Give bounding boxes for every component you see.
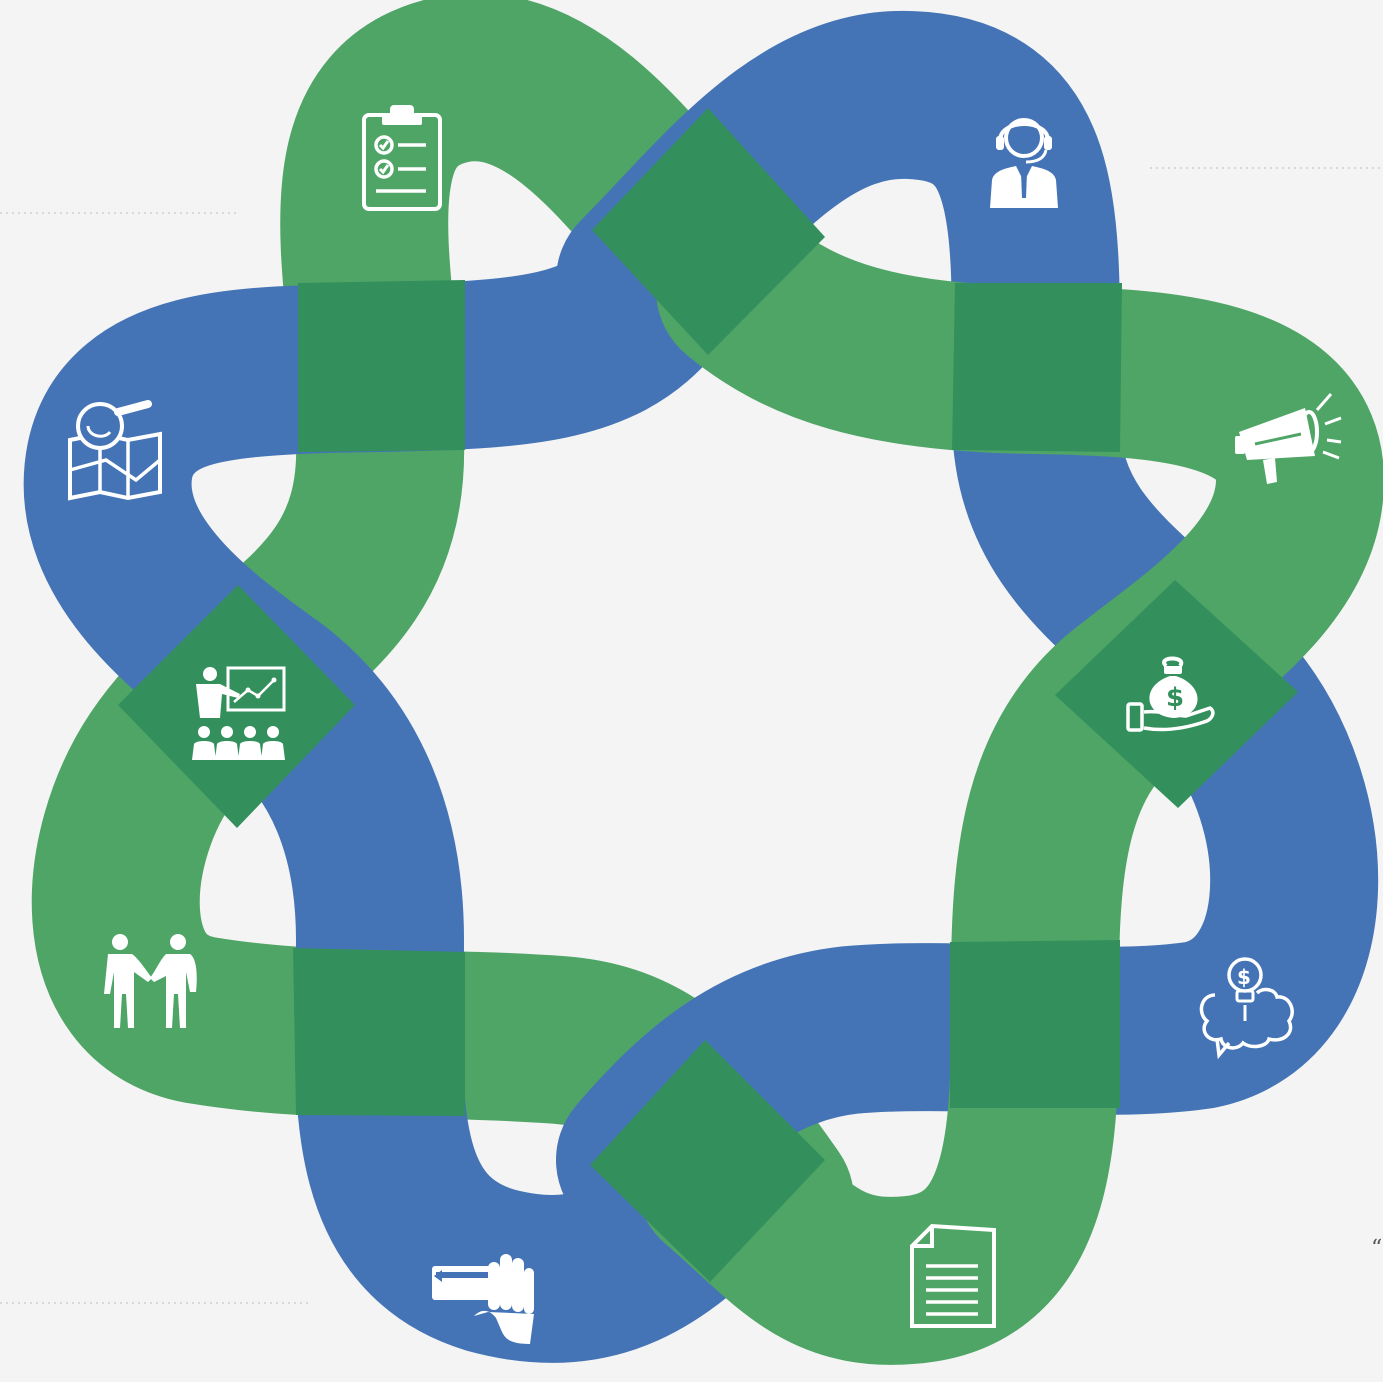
map-search-icon xyxy=(68,400,162,501)
brain-idea-dollar-icon: $ xyxy=(1199,957,1294,1060)
edge-quote-mark: “ xyxy=(1371,1236,1383,1261)
overlap-patches xyxy=(118,108,1298,1282)
icon-group: $ $ xyxy=(68,105,1342,1344)
overlap-top-right-square xyxy=(952,283,1122,452)
svg-text:$: $ xyxy=(1237,965,1251,989)
document-page-icon xyxy=(910,1223,996,1328)
overlap-top-left-square xyxy=(298,280,465,452)
overlap-top-center xyxy=(592,108,825,355)
money-bag-hand-icon: $ xyxy=(1126,656,1215,732)
overlap-bottom-left-square xyxy=(293,948,465,1116)
customer-support-headset-icon xyxy=(990,118,1058,208)
overlap-left-diamond xyxy=(118,585,355,828)
presentation-audience-icon xyxy=(192,666,286,760)
svg-text:$: $ xyxy=(1166,683,1184,713)
card-payment-hand-icon xyxy=(432,1254,534,1344)
clipboard-checklist-icon xyxy=(362,105,442,211)
overlap-bottom-center xyxy=(590,1040,825,1282)
guide-lines xyxy=(0,167,1383,1304)
megaphone-icon xyxy=(1235,393,1342,484)
overlap-bottom-right-square xyxy=(950,940,1120,1108)
handshake-people-icon xyxy=(104,934,197,1028)
